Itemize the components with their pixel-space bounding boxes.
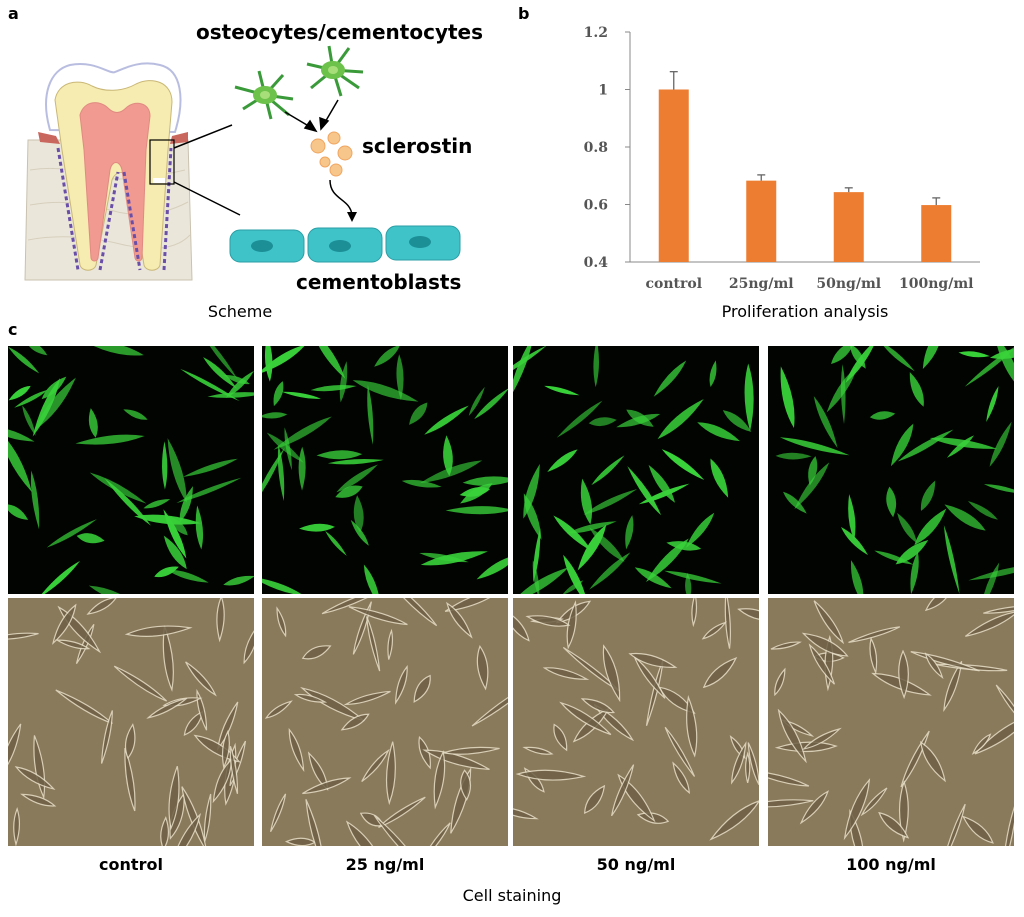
osteocyte-cell-1 [234,70,294,120]
fluorescence-control-tile [8,346,254,594]
osteocytes-label: osteocytes/cementocytes [196,20,484,44]
y-tick-labels: 0.4 0.6 0.8 1 1.2 [584,25,630,271]
x-tick-labels: control 25ng/ml 50ng/ml 100ng/ml [645,276,973,292]
column-label-control: control [99,855,163,874]
y-tick-label: 0.4 [584,255,609,271]
phase-25-tile [262,598,508,846]
x-tick-label: 100ng/ml [899,276,973,292]
phase-contrast-row [8,598,1016,846]
cementoblast-cells [229,225,461,263]
fluorescence-25-tile [262,346,508,594]
cementum-highlight [153,178,165,183]
y-tick-label: 1.2 [584,25,608,41]
y-tick-label: 1 [598,83,608,99]
arrow-to-cementoblasts [329,179,353,216]
bars [658,71,952,262]
x-tick-label: 25ng/ml [729,276,794,292]
scheme-diagram [24,45,461,281]
fluorescence-50-tile [513,346,759,594]
bar-control [658,89,689,262]
proliferation-chart: 0.4 0.6 0.8 1 1.2 control 25ng/ml 50ng/ml 100ng… [584,25,980,292]
zoom-line-top [173,124,233,149]
bar-100ng/ml [921,205,952,262]
cell-staining-caption: Cell staining [462,886,562,905]
x-tick-label: control [645,276,702,292]
bar-50ng/ml [833,192,864,262]
cementoblasts-label: cementoblasts [296,270,462,294]
column-label-50: 50 ng/ml [596,855,676,874]
arrows-to-sclerostin [284,99,339,133]
panel-a-letter: a [8,4,19,23]
x-tick-label: 50ng/ml [816,276,881,292]
fluorescence-row [8,346,1016,594]
zoom-line-bottom [173,181,241,216]
y-tick-label: 0.6 [584,198,608,214]
panel-c-letter: c [8,320,18,339]
phase-100-tile [768,598,1014,846]
y-tick-label: 0.8 [584,140,608,156]
sclerostin-label: sclerostin [362,134,473,158]
fluorescence-100-tile [768,346,1014,594]
phase-50-tile [513,598,759,846]
panel-b-letter: b [518,4,530,23]
bar-25ng/ml [746,180,777,262]
phase-control-tile [8,598,254,846]
proliferation-caption: Proliferation analysis [721,302,889,321]
periodontal-ligament [56,147,173,271]
magnified-region-box [149,139,175,185]
sclerostin-particles [310,131,353,177]
scheme-caption: Scheme [207,302,273,321]
column-label-25: 25 ng/ml [345,855,425,874]
osteocyte-cell-2 [306,45,364,97]
column-label-100: 100 ng/ml [846,855,936,874]
